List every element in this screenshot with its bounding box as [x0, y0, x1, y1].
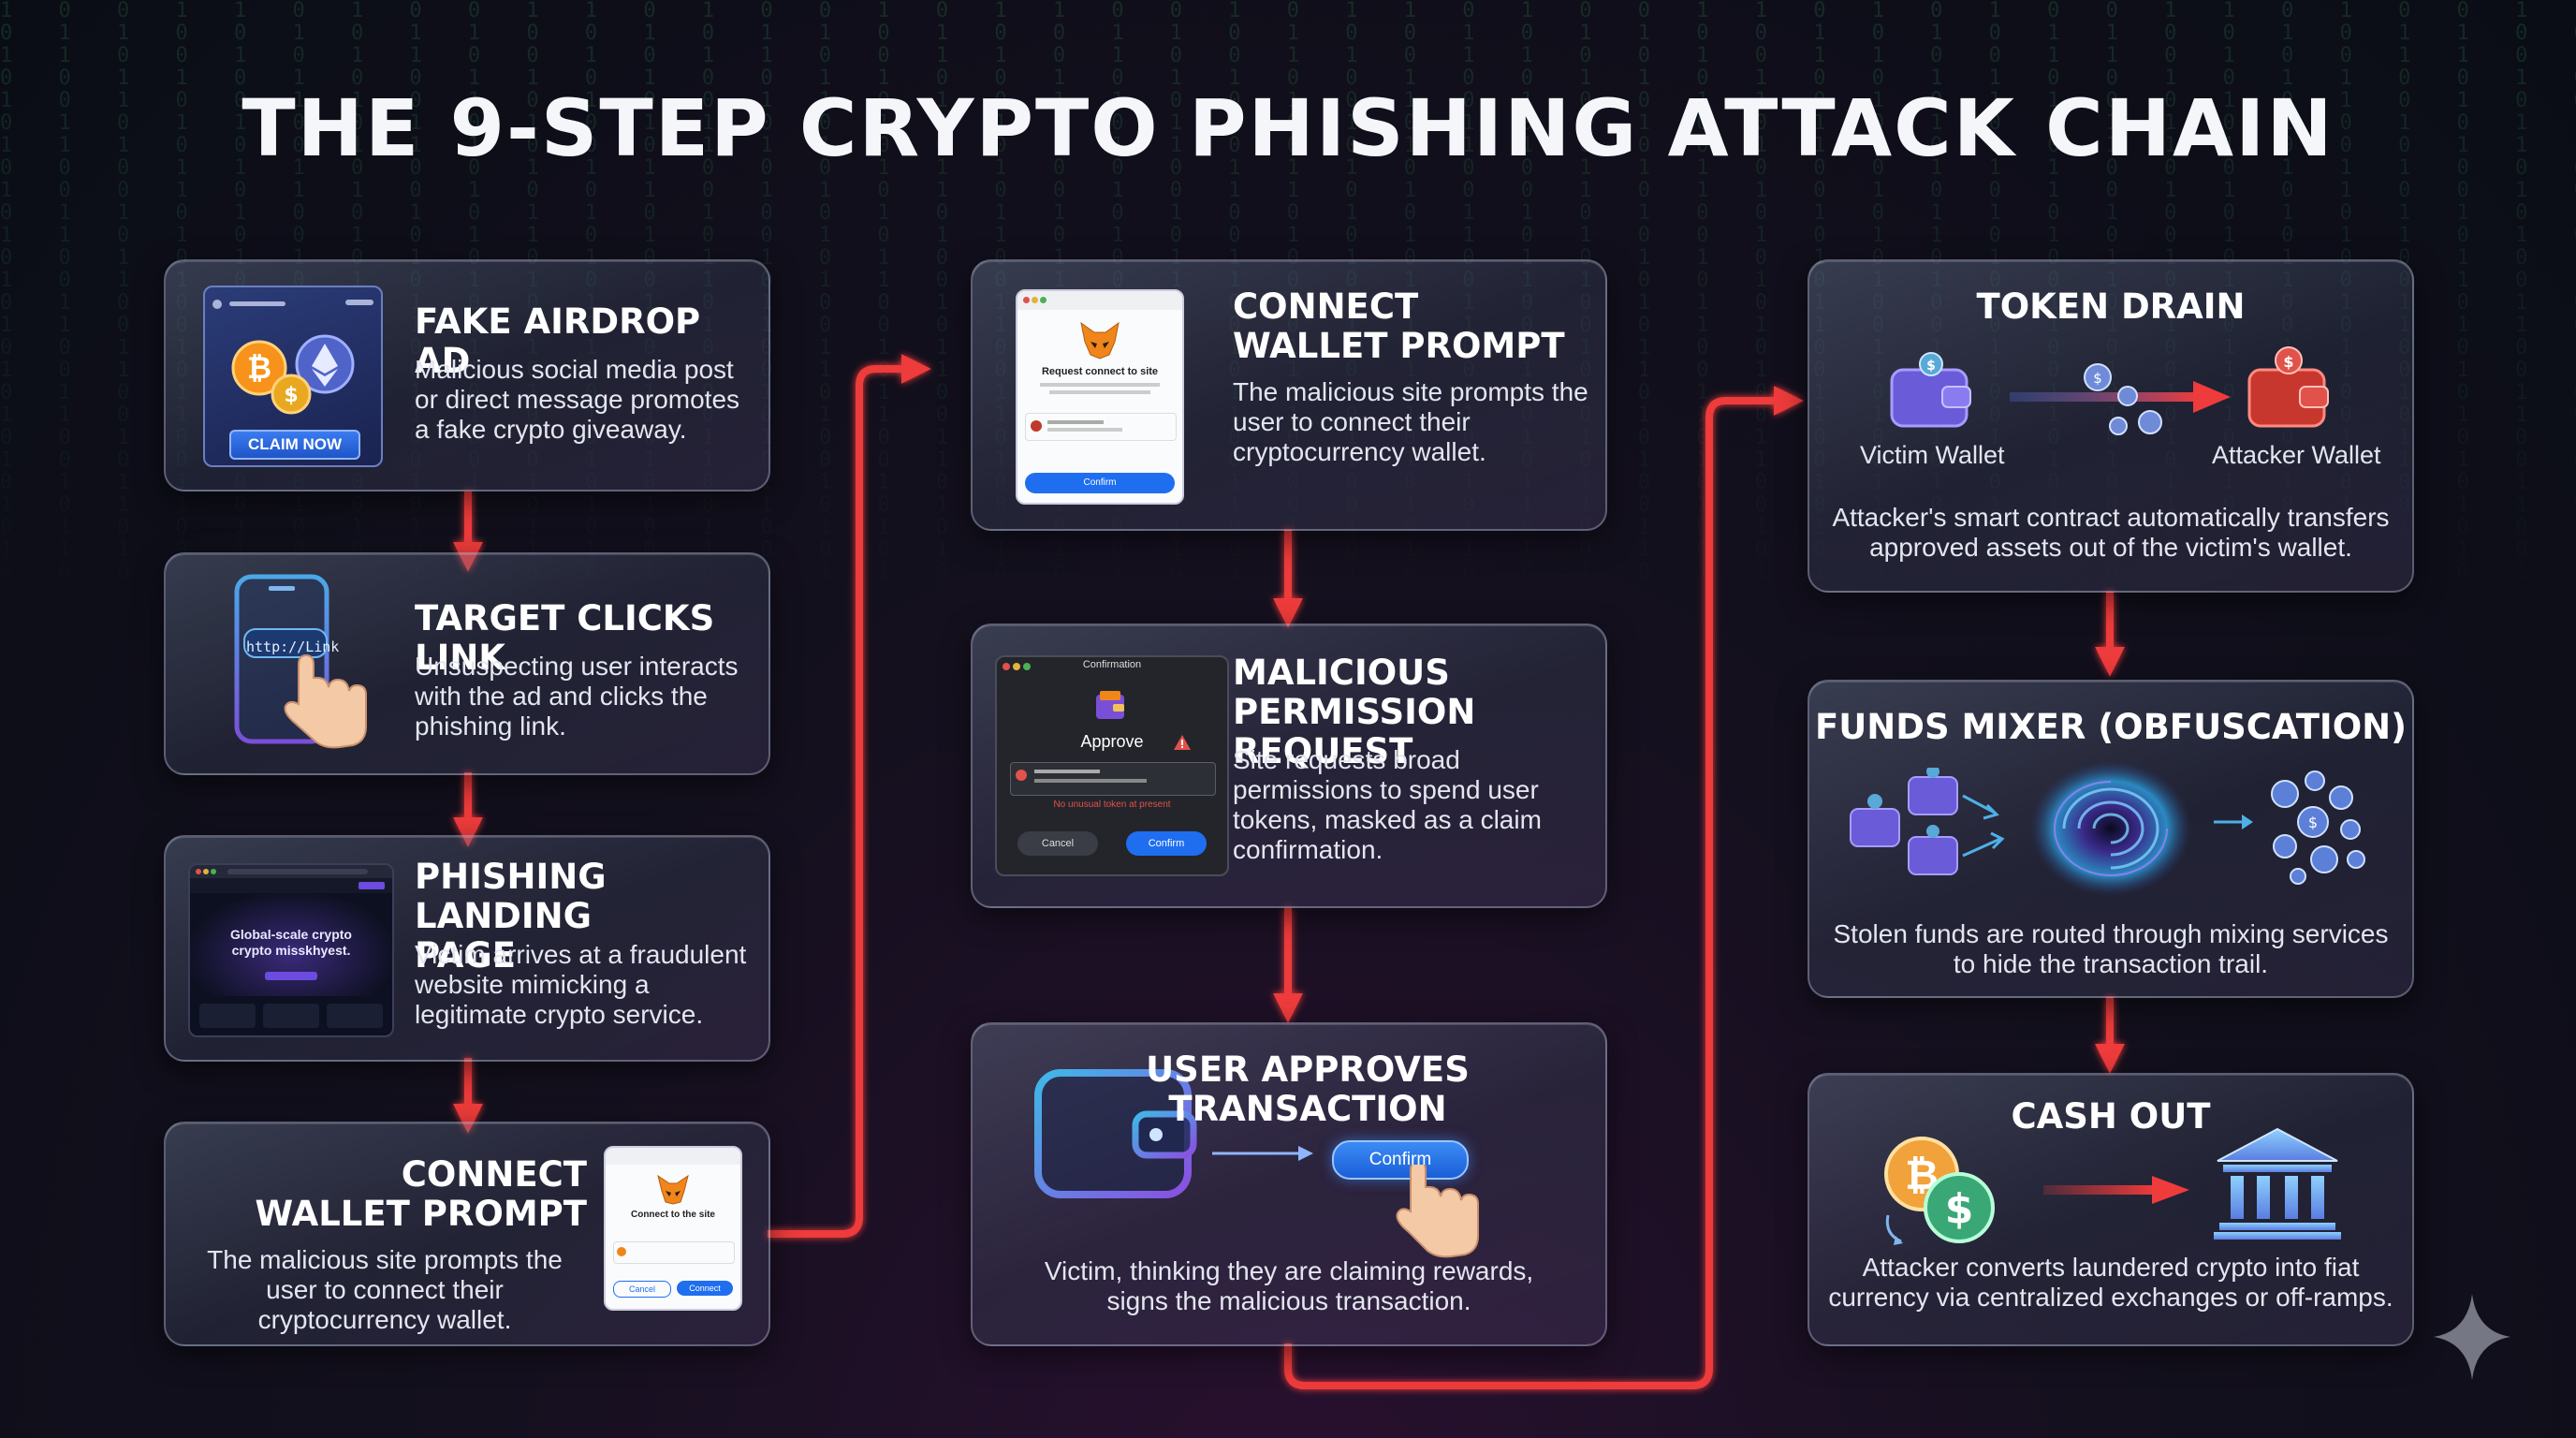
step-description: Malicious social media post or direct me…: [415, 355, 740, 444]
attacker-wallet-label: Attacker Wallet: [2212, 441, 2381, 469]
step-connect-wallet-prompt-left: CONNECT WALLET PROMPT The malicious site…: [164, 1122, 770, 1346]
step-malicious-permission-request: Confirmation Approve No unusual token at…: [971, 624, 1607, 908]
fox-icon: [657, 1174, 689, 1205]
landing-page-mockup: Global-scale crypto crypto misskhyest.: [188, 863, 394, 1037]
step-description: The malicious site prompts the user to c…: [207, 1245, 563, 1334]
ethereum-icon: [295, 334, 355, 394]
connect-confirm-button[interactable]: Connect: [677, 1281, 733, 1296]
wallet-request-confirm-button[interactable]: Confirm: [1025, 473, 1175, 493]
step-description: Attacker converts laundered crypto into …: [1828, 1253, 2393, 1312]
vortex-icon: [2030, 761, 2191, 896]
step-heading: FUNDS MIXER (OBFUSCATION): [1814, 707, 2408, 747]
step-funds-mixer: FUNDS MIXER (OBFUSCATION) $ Stolen funds…: [1808, 680, 2414, 998]
svg-text:$: $: [2308, 814, 2318, 831]
step-token-drain: TOKEN DRAIN $ Victim Wallet $ $ Attacker…: [1808, 259, 2414, 593]
fox-icon: [1080, 321, 1120, 360]
wallet-icon: [1096, 691, 1124, 719]
bitcoin-icon: ₿: [231, 340, 287, 396]
step-heading: CONNECT WALLET PROMPT: [255, 1154, 587, 1234]
arrow-4-5: [768, 354, 931, 1238]
wallet-icon: [1034, 1069, 1197, 1198]
step-description: Victim, thinking they are claiming rewar…: [1044, 1256, 1534, 1315]
landing-page-headline: Global-scale crypto crypto misskhyest.: [230, 927, 352, 958]
step-heading: MALICIOUS PERMISSION REQUEST: [1233, 653, 1476, 771]
pointing-hand-icon: [1396, 1165, 1479, 1258]
landing-page-cta[interactable]: [265, 972, 317, 980]
step-heading: FAKE AIRDROP AD: [415, 301, 701, 381]
wallet-request-mockup: Request connect to site Confirm: [1016, 289, 1184, 505]
step-phishing-landing-page: Global-scale crypto crypto misskhyest. P…: [164, 835, 770, 1062]
cash-out-arrow: [2043, 1176, 2189, 1204]
attacker-wallet-icon: $: [2247, 346, 2329, 428]
sparkle-icon: [2434, 1294, 2510, 1380]
scattered-coins-icon: $: [2214, 770, 2365, 885]
permission-cancel-button[interactable]: Cancel: [1017, 831, 1098, 856]
step-heading: PHISHING LANDING PAGE: [415, 857, 607, 976]
step-cash-out: CASH OUT ₿ $ Attacker converts laundered…: [1808, 1073, 2414, 1346]
pointing-hand-icon: [284, 653, 367, 749]
svg-text:₿: ₿: [247, 350, 271, 386]
svg-text:$: $: [284, 384, 298, 407]
warning-icon: [1174, 735, 1191, 750]
step-user-approves-transaction: USER APPROVES TRANSACTION Confirm Victim…: [971, 1022, 1607, 1346]
step-heading: CASH OUT: [2011, 1096, 2211, 1137]
step-connect-wallet-prompt: Request connect to site Confirm CONNECT …: [971, 259, 1607, 531]
wallet-request-title: Request connect to site: [1041, 366, 1159, 377]
ad-window-bar: [212, 295, 373, 309]
page-title: THE 9-STEP CRYPTO PHISHING ATTACK CHAIN: [242, 82, 2334, 174]
step-description: The malicious site prompts the user to c…: [1233, 377, 1588, 466]
connect-cancel-button[interactable]: Cancel: [613, 1281, 671, 1298]
connect-site-mockup: Connect to the site Cancel Connect: [604, 1146, 742, 1311]
arrow-7-8: [1284, 386, 1804, 1389]
step-heading: TOKEN DRAIN: [1976, 286, 2246, 327]
claim-now-button[interactable]: CLAIM NOW: [229, 430, 360, 460]
victim-wallet-label: Victim Wallet: [1860, 441, 2005, 469]
step-description: Unsuspecting user interacts with the ad …: [415, 652, 739, 741]
flow-arrow-icon: [1212, 1146, 1313, 1161]
step-heading: CONNECT WALLET PROMPT: [1233, 286, 1565, 366]
draining-coins: $: [2010, 363, 2231, 435]
step-heading: TARGET CLICKS LINK: [415, 598, 715, 678]
step-description: Victim arrives at a fraudulent website m…: [415, 940, 747, 1029]
step-description: Site requests broad permissions to spend…: [1233, 745, 1542, 864]
connect-site-title: Connect to the site: [630, 1210, 715, 1220]
step-description: Attacker's smart contract automatically …: [1832, 503, 2390, 562]
permission-window-title: Confirmation: [1082, 659, 1142, 670]
wallets-in-icon: [1850, 768, 2005, 875]
step-target-clicks-link: http://Link TARGET CLICKS LINK Unsuspect…: [164, 552, 770, 775]
step-description: Stolen funds are routed through mixing s…: [1833, 919, 2389, 978]
permission-approve-label: Approve: [1080, 732, 1144, 751]
step-fake-airdrop-ad: ₿ $ CLAIM NOW FAKE AIRDROP AD Malicious …: [164, 259, 770, 492]
svg-text:$: $: [2093, 370, 2102, 387]
airdrop-ad-mockup: ₿ $ CLAIM NOW: [203, 286, 383, 467]
link-url-label[interactable]: http://Link: [246, 638, 340, 655]
bank-icon: [2214, 1127, 2341, 1240]
phone-icon: [234, 574, 367, 749]
svg-text:$: $: [2283, 353, 2293, 371]
permission-warning-text: No unusual token at present: [1053, 800, 1171, 810]
permission-dialog-mockup: Confirmation Approve No unusual token at…: [995, 655, 1229, 876]
dollar-coin-icon: $: [1924, 1172, 1995, 1243]
permission-confirm-button[interactable]: Confirm: [1126, 831, 1207, 856]
victim-wallet-icon: $: [1890, 352, 1971, 428]
svg-text:$: $: [1945, 1185, 1974, 1233]
crypto-to-fiat-coins: ₿ $: [1884, 1137, 1995, 1245]
dollar-coin-icon: $: [271, 374, 312, 415]
svg-text:$: $: [1926, 359, 1936, 374]
ad-coins: ₿ $: [231, 334, 355, 415]
step-heading: USER APPROVES TRANSACTION: [1146, 1049, 1470, 1129]
